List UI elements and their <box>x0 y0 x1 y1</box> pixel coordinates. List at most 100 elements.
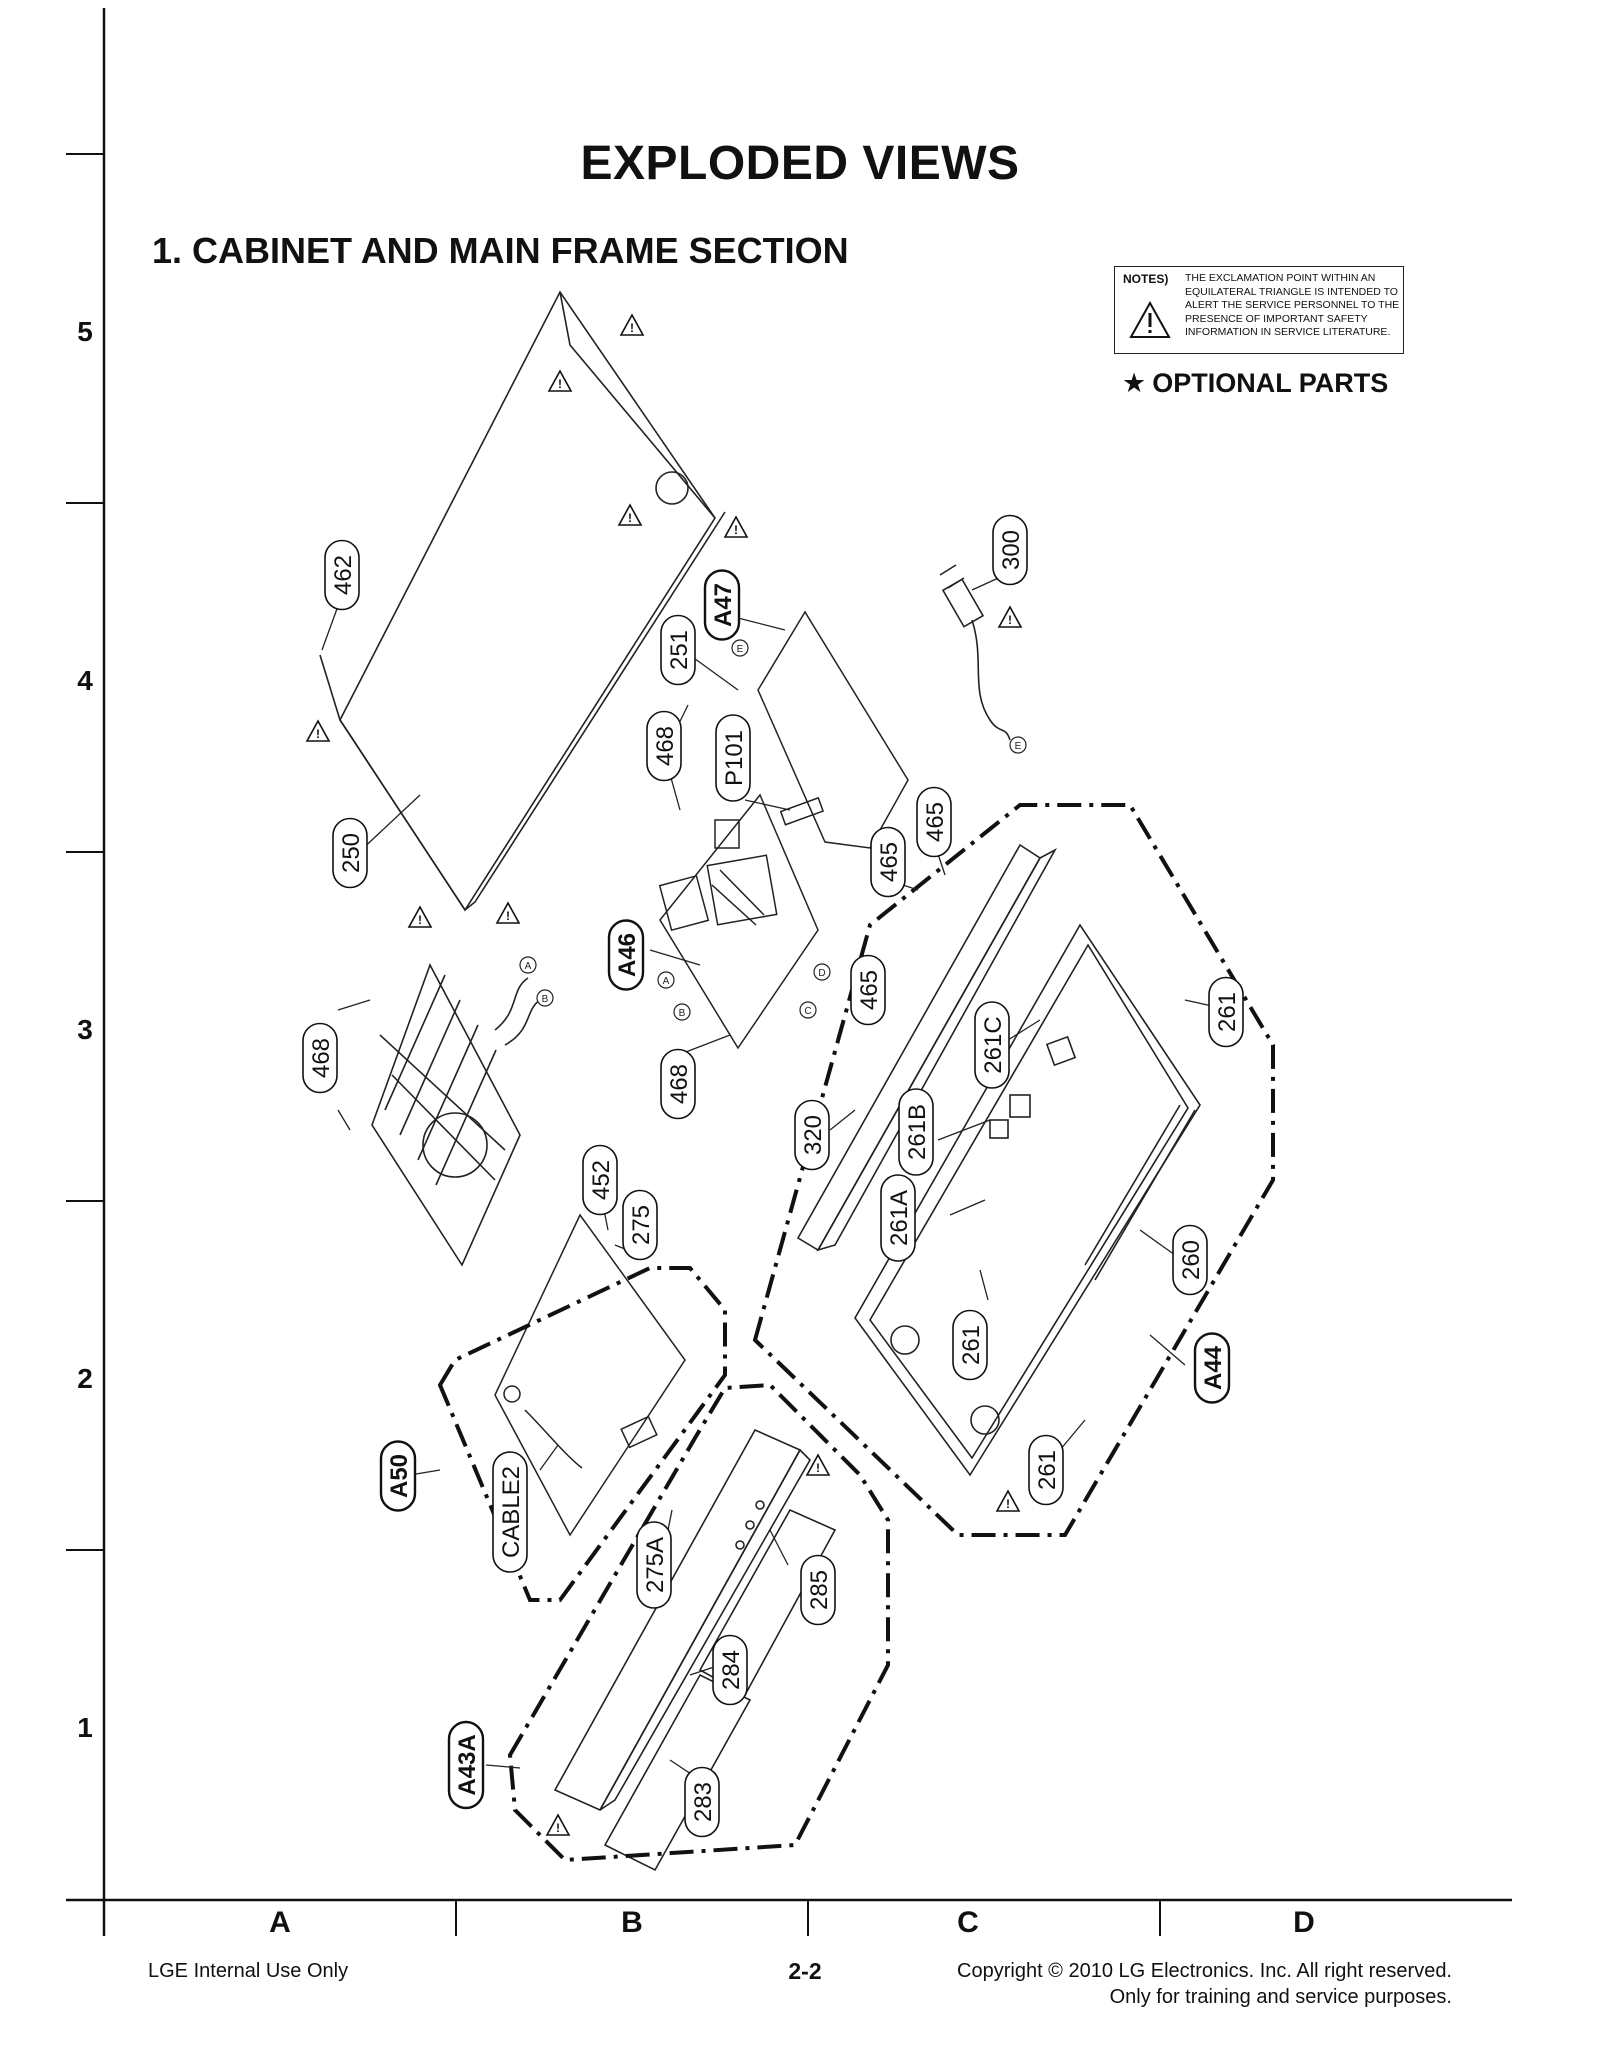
callout-bubble <box>870 826 906 898</box>
callout-label: 462 <box>330 555 357 595</box>
column-label-c: C <box>957 1906 979 1939</box>
svg-text:B: B <box>542 994 549 1005</box>
callout-label: 284 <box>718 1650 745 1690</box>
callout-285: 285 <box>800 1554 836 1626</box>
optional-parts-label: OPTIONAL PARTS <box>1152 368 1389 398</box>
svg-text:!: ! <box>1008 613 1012 627</box>
callout-label: 300 <box>998 530 1025 570</box>
svg-text:!: ! <box>628 511 632 525</box>
callout-label: 452 <box>588 1160 615 1200</box>
connector-a-top: A <box>519 956 537 974</box>
callout-bubble <box>1172 1224 1208 1296</box>
callout-bubble <box>607 919 645 991</box>
callout-label: 283 <box>690 1782 717 1822</box>
callout-a50: A50 <box>379 1440 417 1512</box>
callout-bubble <box>1028 1434 1064 1506</box>
callout-260: 260 <box>1172 1224 1208 1296</box>
callout-label: 468 <box>666 1064 693 1104</box>
callout-a44: A44 <box>1193 1332 1231 1404</box>
callout-label: 465 <box>922 802 949 842</box>
callout-label: 261 <box>1214 992 1241 1032</box>
svg-text:!: ! <box>734 523 738 537</box>
callout-label: 275A <box>642 1537 669 1593</box>
callout-a43a: A43A <box>447 1720 485 1810</box>
callout-label: 285 <box>806 1570 833 1610</box>
callout-bubble <box>715 714 751 802</box>
callout-bubble <box>916 786 952 858</box>
callout-261b: 261B <box>898 1088 934 1176</box>
svg-text:!: ! <box>816 1461 820 1475</box>
svg-text:A: A <box>663 976 670 987</box>
callout-320: 320 <box>794 1099 830 1171</box>
row-label-3: 3 <box>77 1014 93 1045</box>
callout-bubble <box>974 1001 1010 1089</box>
svg-text:A: A <box>525 961 532 972</box>
callout-bubble <box>800 1554 836 1626</box>
svg-text:E: E <box>1015 741 1022 752</box>
callout-bubble <box>622 1189 658 1261</box>
callout-a46: A46 <box>607 919 645 991</box>
callout-label: P101 <box>721 730 748 786</box>
callout-label: 261 <box>958 1325 985 1365</box>
svg-text:!: ! <box>558 377 562 391</box>
connector-b-top: B <box>536 989 554 1007</box>
callout-452: 452 <box>582 1144 618 1216</box>
callout-261b: 261 <box>952 1309 988 1381</box>
callout-bubble <box>324 539 360 611</box>
callout-label: 465 <box>856 970 883 1010</box>
panel-a50 <box>494 1213 686 1537</box>
callout-275a: 275A <box>636 1521 672 1609</box>
callout-label: 250 <box>338 833 365 873</box>
top-cover-250 <box>319 290 726 912</box>
svg-text:!: ! <box>1006 1497 1010 1511</box>
callout-465c: 465 <box>850 954 886 1026</box>
callout-250: 250 <box>332 817 368 889</box>
callout-468b: 468 <box>302 1022 338 1094</box>
chassis-frame-a44 <box>854 923 1201 1477</box>
callout-label: A43A <box>454 1734 481 1795</box>
callout-label: 261C <box>980 1016 1007 1073</box>
connector-d-pcb: D <box>813 963 831 981</box>
callout-462: 462 <box>324 539 360 611</box>
callout-bubble <box>582 1144 618 1216</box>
page-number: 2-2 <box>788 1958 822 1984</box>
svg-text:B: B <box>679 1008 686 1019</box>
callout-bubble <box>660 1048 696 1120</box>
disc-loader-assembly <box>371 963 541 1267</box>
callout-bubble <box>379 1440 417 1512</box>
callout-275: 275 <box>622 1189 658 1261</box>
row-label-2: 2 <box>77 1363 93 1394</box>
notes-box: NOTES) THE EXCLAMATION POINT WITHIN AN E… <box>1114 266 1404 354</box>
callout-bubble <box>880 1174 916 1262</box>
callout-label: 260 <box>1178 1240 1205 1280</box>
callout-bubble <box>850 954 886 1026</box>
warning-triangle-icon <box>1129 301 1171 338</box>
callout-bubble <box>660 614 696 686</box>
column-label-a: A <box>269 1906 291 1939</box>
power-cord-300 <box>939 564 1011 741</box>
callout-bubble <box>684 1766 720 1838</box>
callout-261c: 261C <box>974 1001 1010 1089</box>
callout-261a: 261 <box>1208 976 1244 1048</box>
front-bracket-320 <box>796 843 1058 1252</box>
callout-label: A50 <box>386 1454 413 1498</box>
callout-bubble <box>646 710 682 782</box>
connector-e-cord: E <box>1009 736 1027 754</box>
page-title: EXPLODED VIEWS <box>580 137 1020 190</box>
grid-frame <box>66 8 1512 1936</box>
notes-text: THE EXCLAMATION POINT WITHIN AN EQUILATE… <box>1185 272 1400 339</box>
callout-bubble <box>1193 1332 1231 1404</box>
callout-251: 251 <box>660 614 696 686</box>
connector-c-pcb: C <box>799 1001 817 1019</box>
svg-text:E: E <box>737 644 744 655</box>
svg-text:C: C <box>804 1006 811 1017</box>
callout-a47: A47 <box>703 569 741 641</box>
callout-bubble <box>636 1521 672 1609</box>
main-pcb-a47 <box>757 610 909 849</box>
callout-284: 284 <box>712 1634 748 1706</box>
enclosure-outlines <box>437 803 1275 1863</box>
callout-label: 465 <box>876 842 903 882</box>
callout-label: 251 <box>666 630 693 670</box>
